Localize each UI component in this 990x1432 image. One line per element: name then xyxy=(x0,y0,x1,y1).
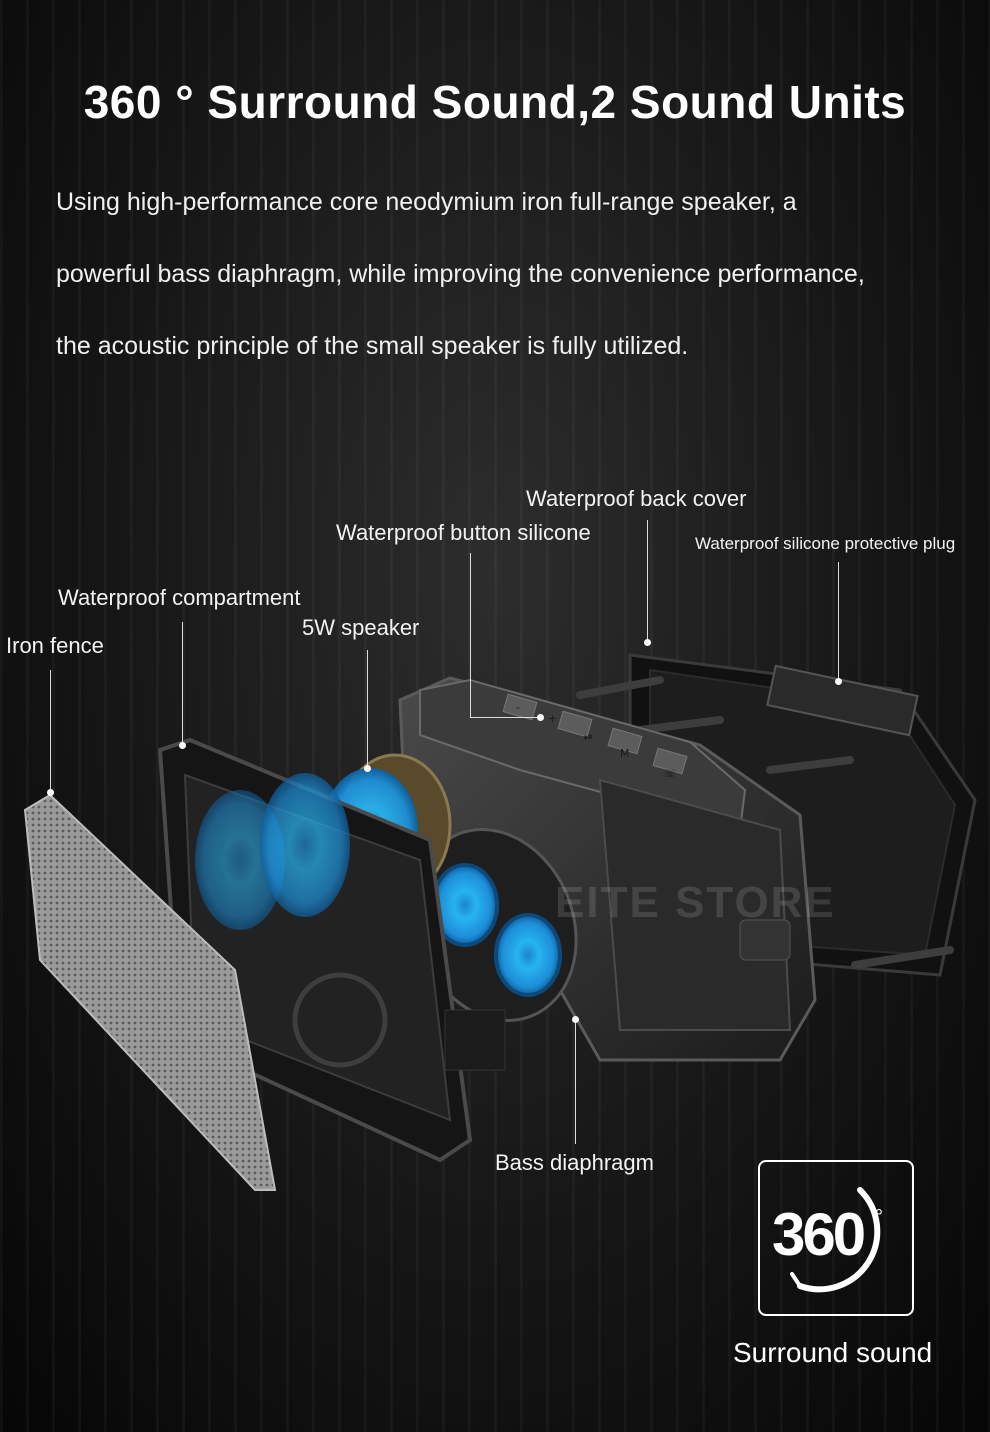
badge-degree: ° xyxy=(875,1206,883,1228)
badge-number: 360 xyxy=(772,1201,866,1268)
button-mode-icon: M xyxy=(620,747,630,760)
description: Using high-performance core neodymium ir… xyxy=(56,166,971,382)
leader-dot-5w-speaker xyxy=(364,765,371,772)
description-line: the acoustic principle of the small spea… xyxy=(56,332,689,360)
leader-waterproof-plug xyxy=(838,562,839,680)
badge-caption: Surround sound xyxy=(733,1337,933,1368)
leader-dot-iron-fence xyxy=(47,789,54,796)
leader-dot-waterproof-button-silicone xyxy=(537,714,544,721)
leader-waterproof-button-silicone xyxy=(470,553,471,717)
leader-waterproof-compartment xyxy=(182,622,183,744)
button-phone-icon: ☏ xyxy=(663,767,677,780)
label-waterproof-button-silicone: Waterproof button silicone xyxy=(336,520,591,545)
leader-waterproof-button-silicone-horizontal xyxy=(470,717,540,718)
description-line: powerful bass diaphragm, while improving… xyxy=(56,260,865,288)
leader-bass-diaphragm xyxy=(575,1022,576,1144)
label-waterproof-back-cover: Waterproof back cover xyxy=(526,486,747,511)
label-bass-diaphragm: Bass diaphragm xyxy=(495,1150,654,1175)
bass-diaphragm xyxy=(412,828,578,1022)
surround-360-badge: 360 ° xyxy=(758,1160,914,1316)
button-play-icon: ⏯ xyxy=(584,730,593,743)
description-line: Using high-performance core neodymium ir… xyxy=(56,188,797,216)
label-5w-speaker: 5W speaker xyxy=(302,615,420,640)
label-waterproof-plug: Waterproof silicone protective plug xyxy=(695,534,956,553)
label-iron-fence: Iron fence xyxy=(6,633,104,658)
speaker-exploded-illustration: - + ⏯ M ☏ xyxy=(23,653,977,1191)
leader-iron-fence xyxy=(50,670,51,792)
surround-arc-icon xyxy=(790,1187,881,1293)
leader-dot-waterproof-plug xyxy=(835,678,842,685)
button-minus-icon: - xyxy=(516,701,520,714)
button-plus-icon: + xyxy=(548,712,557,725)
leader-dot-bass-diaphragm xyxy=(572,1016,579,1023)
watermark: EITE STORE xyxy=(555,878,836,927)
label-waterproof-compartment: Waterproof compartment xyxy=(58,585,301,610)
leader-dot-waterproof-compartment xyxy=(179,742,186,749)
leader-dot-waterproof-back-cover xyxy=(644,639,651,646)
headline: 360 ° Surround Sound,2 Sound Units xyxy=(83,76,907,128)
leader-5w-speaker xyxy=(367,650,368,768)
leader-waterproof-back-cover xyxy=(647,520,648,642)
